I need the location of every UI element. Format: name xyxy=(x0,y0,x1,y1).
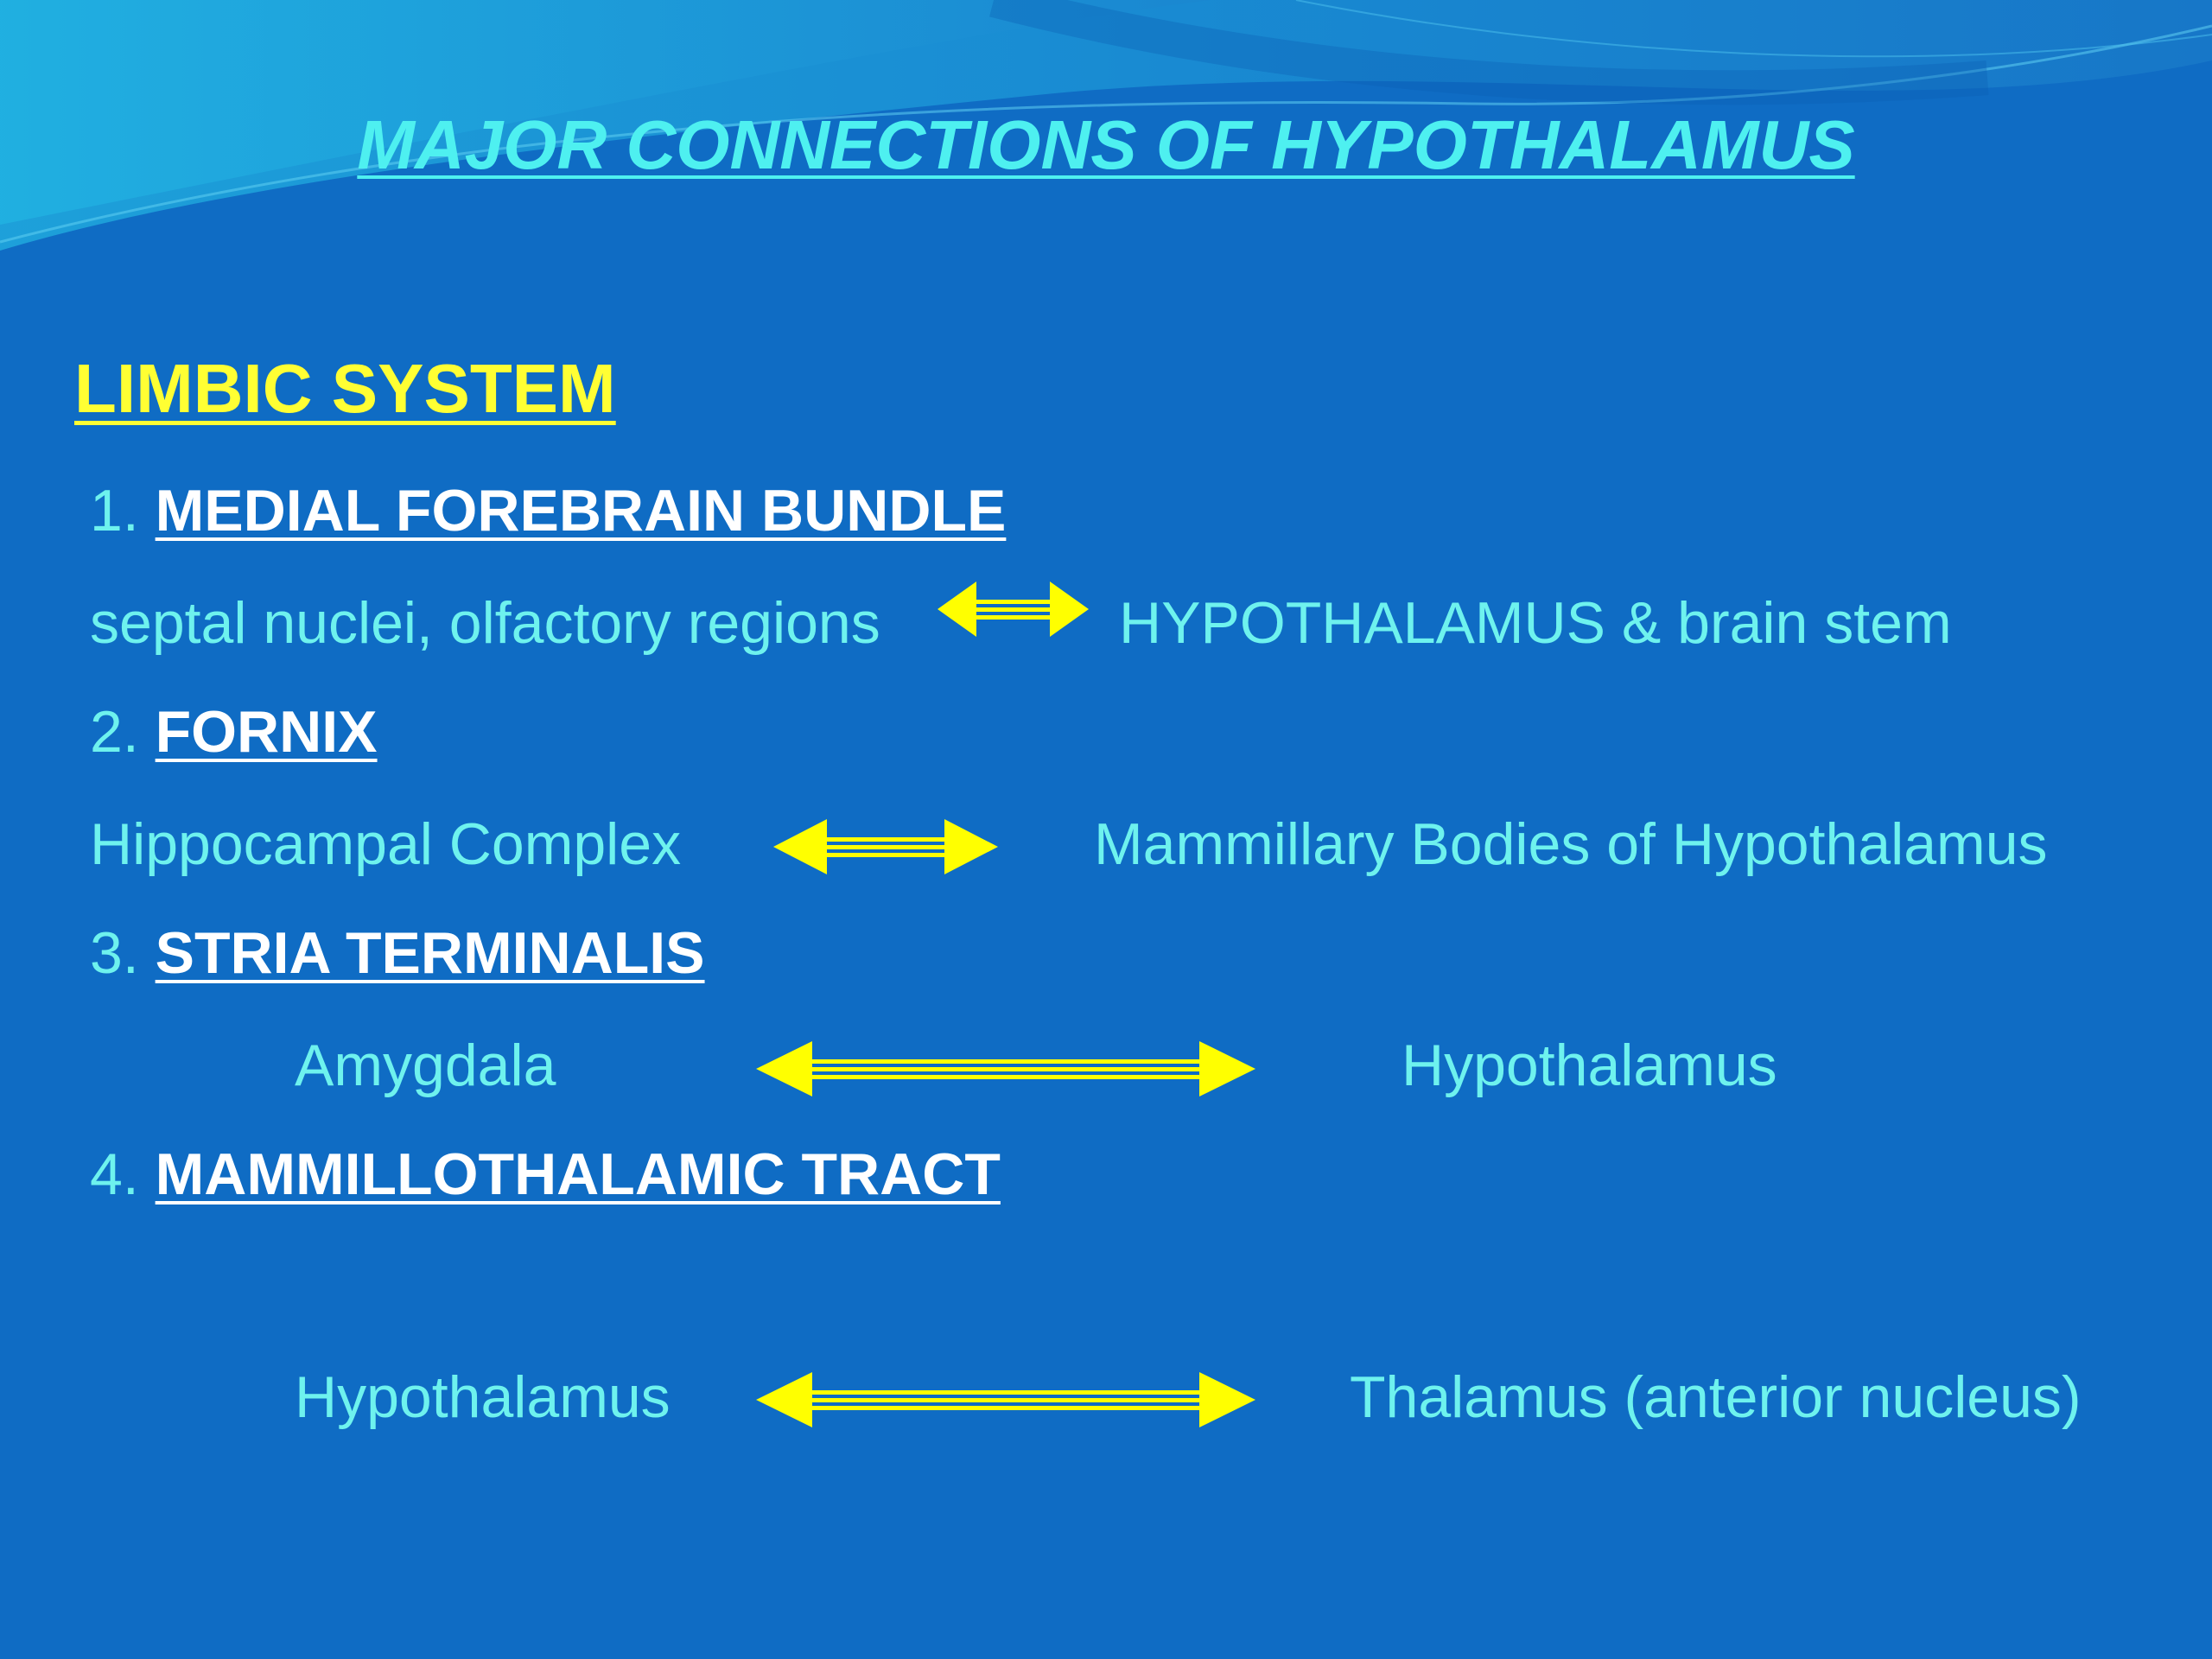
connection-source: septal nuclei, olfactory regions xyxy=(90,590,880,656)
connection-target: Thalamus (anterior nucleus) xyxy=(1350,1364,2082,1430)
connection-target: HYPOTHALAMUS & brain stem xyxy=(1119,590,1952,656)
item-heading-2: 2. FORNIX xyxy=(90,702,378,761)
connection-source: Amygdala xyxy=(295,1033,556,1098)
item-heading-3: 3. STRIA TERMINALIS xyxy=(90,924,705,982)
item-heading-4: 4. MAMMILLOTHALAMIC TRACT xyxy=(90,1145,1001,1204)
connection-target: Hypothalamus xyxy=(1402,1033,1777,1098)
item-title: MEDIAL FOREBRAIN BUNDLE xyxy=(155,478,1007,543)
double-headed-arrow-icon xyxy=(756,1372,1255,1427)
double-headed-arrow-icon xyxy=(938,582,1089,637)
double-headed-arrow-icon xyxy=(773,819,998,874)
item-title: STRIA TERMINALIS xyxy=(155,920,705,986)
item-title: FORNIX xyxy=(155,699,378,765)
item-number: 2. xyxy=(90,699,139,765)
item-title: MAMMILLOTHALAMIC TRACT xyxy=(155,1141,1001,1207)
item-number: 3. xyxy=(90,920,139,986)
connection-source: Hippocampal Complex xyxy=(90,811,682,877)
section-heading: LIMBIC SYSTEM xyxy=(74,350,616,427)
connection-source: Hypothalamus xyxy=(295,1364,671,1430)
connection-target: Mammillary Bodies of Hypothalamus xyxy=(1094,811,2048,877)
item-number: 4. xyxy=(90,1141,139,1207)
double-headed-arrow-icon xyxy=(756,1041,1255,1096)
item-number: 1. xyxy=(90,478,139,543)
item-heading-1: 1. MEDIAL FOREBRAIN BUNDLE xyxy=(90,481,1006,540)
slide-title: MAJOR CONNECTIONS OF HYPOTHALAMUS xyxy=(357,106,1855,183)
